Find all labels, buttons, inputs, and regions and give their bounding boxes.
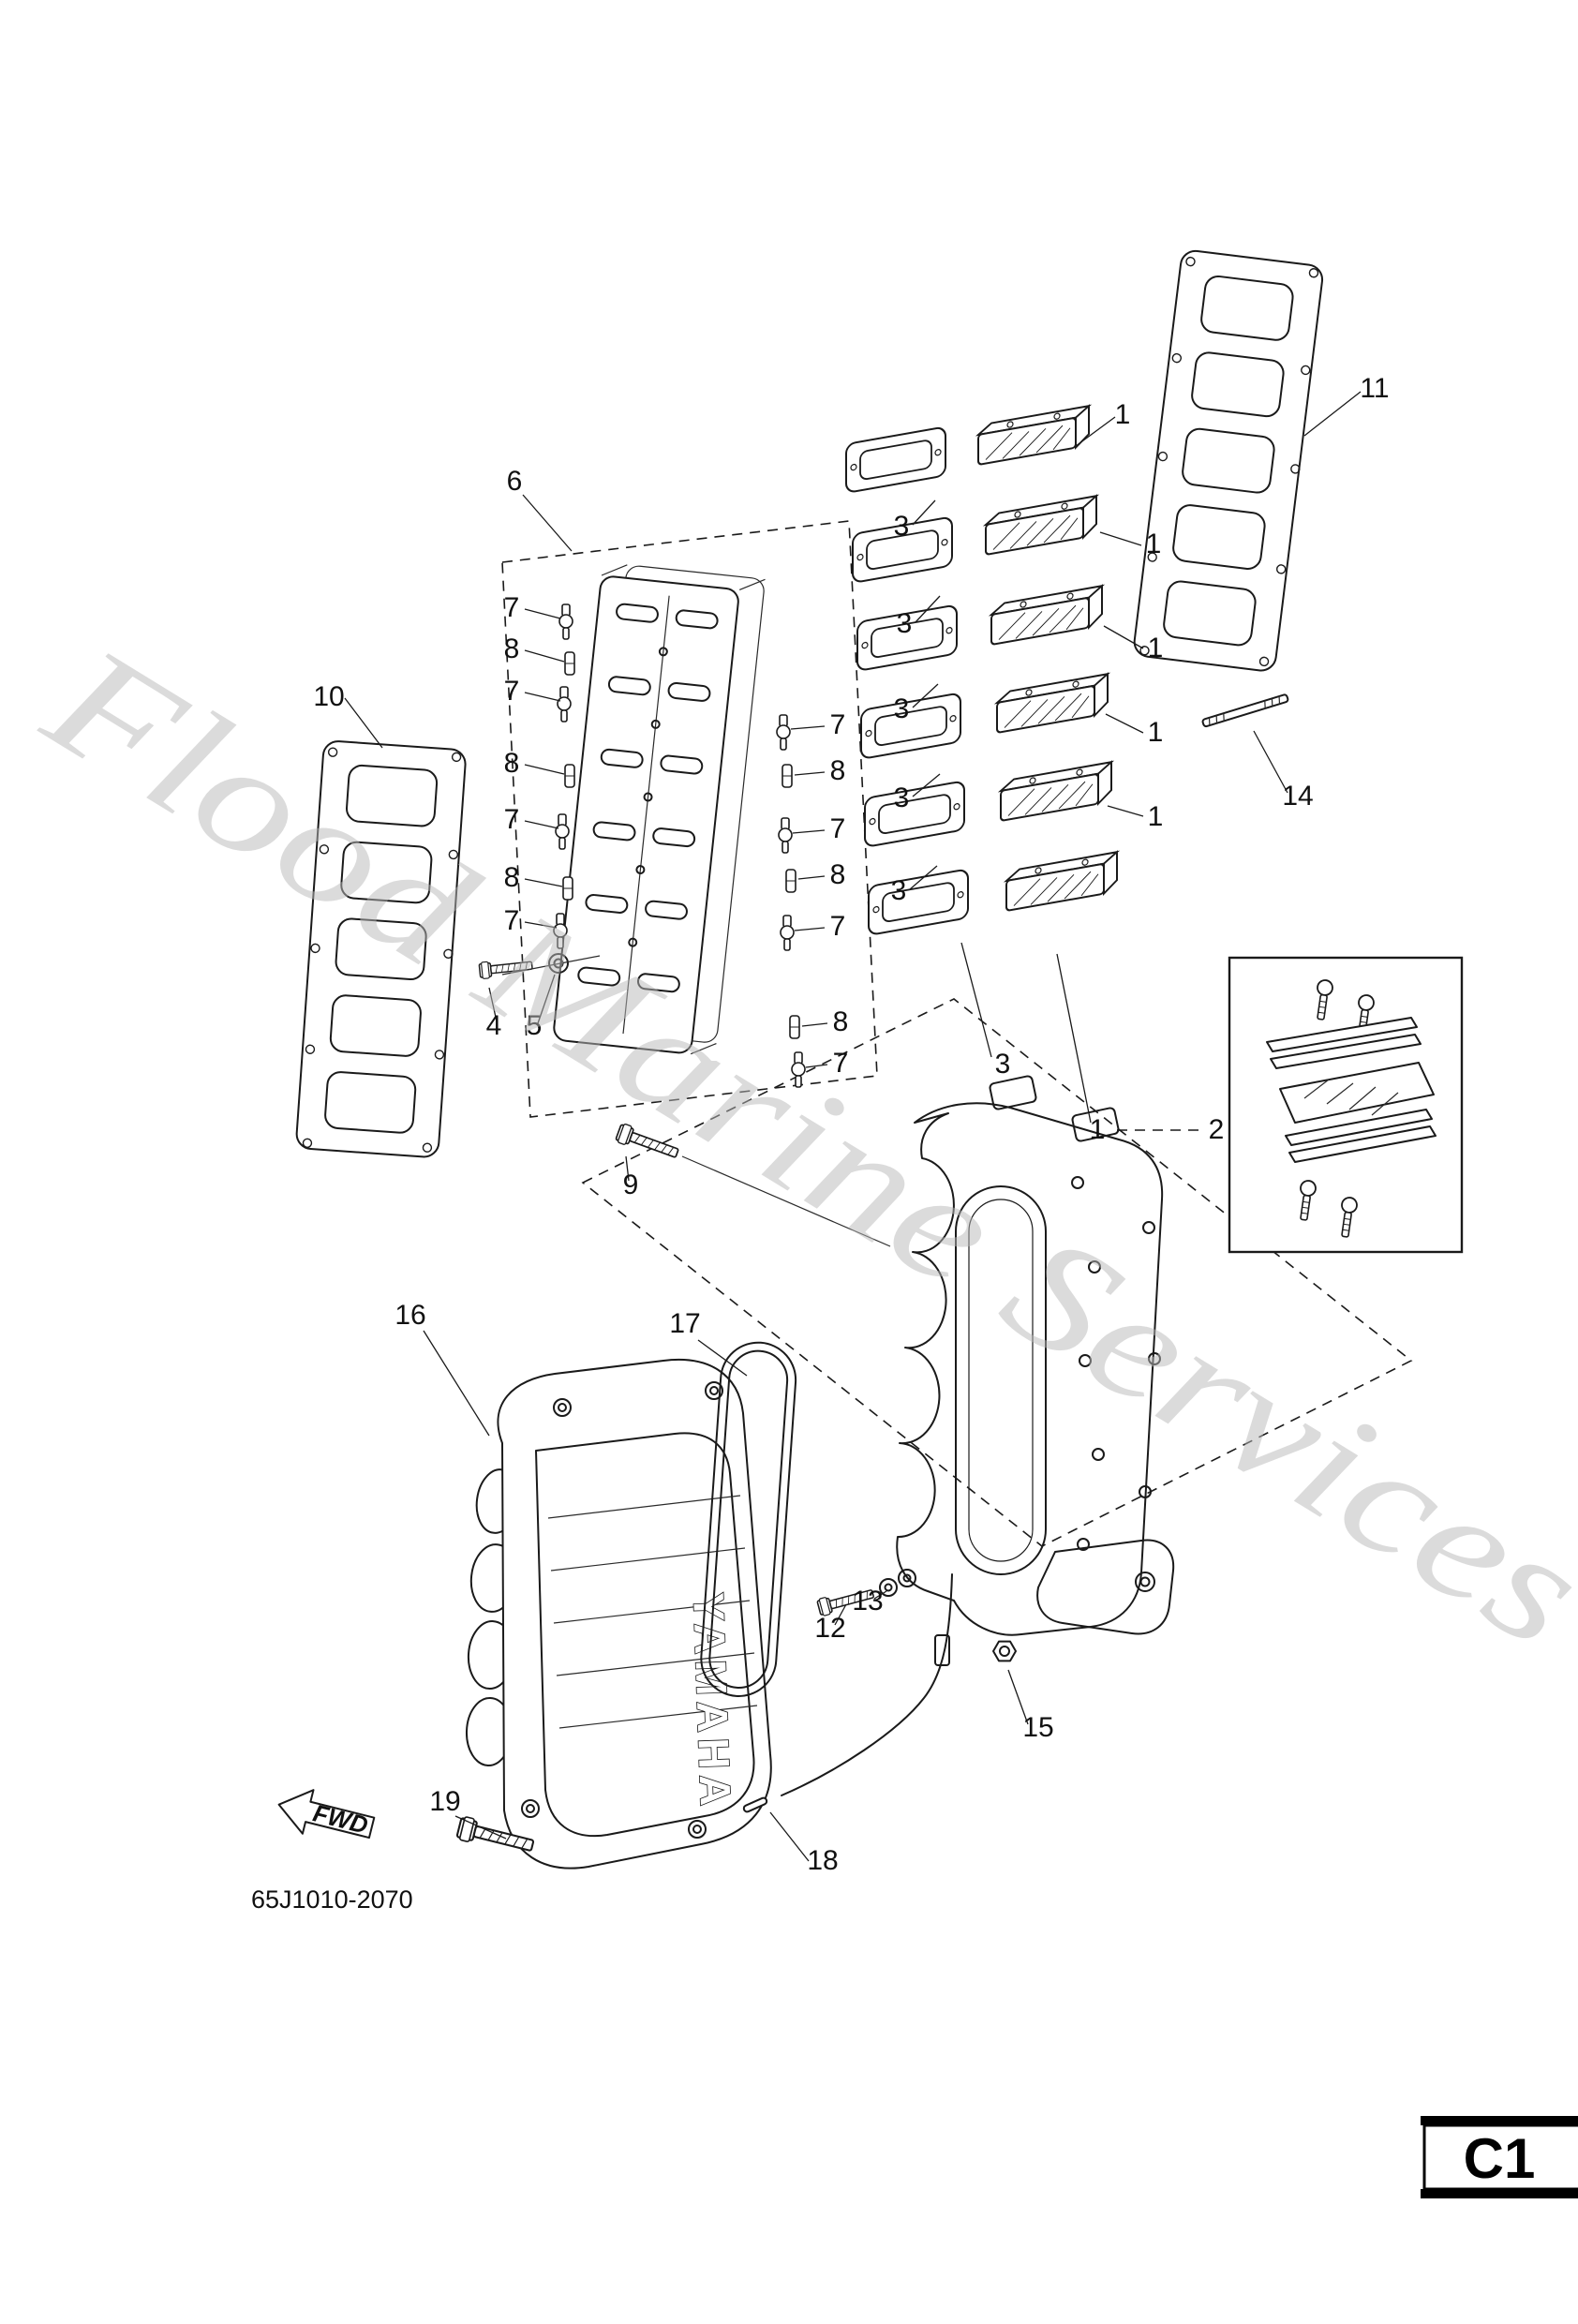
fwd-label: FWD bbox=[310, 1798, 371, 1839]
callout-part-7-r4: 7 bbox=[833, 1048, 849, 1079]
callout-part-9: 9 bbox=[623, 1169, 639, 1200]
intake-silencer-cover: YAMAHA bbox=[465, 1359, 772, 1870]
callout-part-2: 2 bbox=[1209, 1114, 1225, 1145]
check-valve-icon bbox=[780, 915, 795, 951]
pipe-joint-icon bbox=[785, 869, 796, 893]
callout-part-17: 17 bbox=[669, 1308, 700, 1339]
callout-part-3-f: 3 bbox=[995, 1049, 1011, 1080]
nut-15 bbox=[992, 1640, 1017, 1662]
callout-part-16: 16 bbox=[394, 1300, 425, 1331]
callout-part-3-b: 3 bbox=[897, 608, 913, 639]
callout-part-3-d: 3 bbox=[894, 782, 910, 813]
callout-part-8-l3: 8 bbox=[504, 862, 520, 893]
callout-part-7-r3: 7 bbox=[830, 911, 846, 942]
check-valve-icon bbox=[558, 603, 573, 640]
callout-part-11: 11 bbox=[1360, 373, 1389, 404]
check-valve-icon bbox=[555, 813, 570, 850]
check-valve-icon bbox=[557, 686, 572, 723]
callout-part-3-a: 3 bbox=[894, 511, 910, 542]
pin-18 bbox=[742, 1796, 768, 1813]
callout-part-5: 5 bbox=[527, 1010, 543, 1041]
axis-lines bbox=[501, 955, 891, 1247]
callout-part-15: 15 bbox=[1022, 1712, 1053, 1743]
callout-part-7-l2: 7 bbox=[504, 676, 520, 707]
callout-part-8-r2: 8 bbox=[830, 859, 846, 890]
callout-part-18: 18 bbox=[807, 1845, 838, 1876]
callout-part-4: 4 bbox=[486, 1010, 502, 1041]
washers-13 bbox=[879, 1569, 916, 1597]
callout-part-7-r1: 7 bbox=[830, 709, 846, 740]
page-label: C1 bbox=[1464, 2127, 1536, 2190]
callout-part-10: 10 bbox=[313, 681, 344, 712]
callout-part-1-f: 1 bbox=[1090, 1114, 1106, 1145]
mounting-plane-dashed bbox=[581, 998, 1413, 1547]
reed-valve-inset bbox=[1228, 956, 1464, 1254]
callout-part-8-r1: 8 bbox=[830, 755, 846, 786]
stud-bolt bbox=[1201, 693, 1289, 728]
callout-part-7-l1: 7 bbox=[504, 592, 520, 623]
drawing-code: 65J1010-2070 bbox=[251, 1885, 413, 1914]
callout-part-7-r2: 7 bbox=[830, 813, 846, 844]
leader-lines bbox=[344, 391, 1362, 1862]
callout-part-14: 14 bbox=[1282, 781, 1313, 812]
pipe-joint-icon bbox=[564, 651, 575, 676]
pipe-joint-icon bbox=[564, 764, 575, 788]
callout-part-12: 12 bbox=[814, 1613, 845, 1644]
pipe-joint-icon bbox=[782, 764, 793, 788]
reed-plate-boundary-dashed bbox=[501, 520, 878, 1118]
reed-valve-pairs bbox=[844, 405, 1119, 937]
check-valve-icon bbox=[776, 714, 791, 751]
callout-part-7-l4: 7 bbox=[504, 905, 520, 936]
callout-part-1-c: 1 bbox=[1148, 633, 1164, 663]
intake-gasket-right bbox=[1131, 248, 1326, 674]
callout-part-8-l1: 8 bbox=[504, 633, 520, 664]
reed-valve-seat-plate bbox=[553, 564, 766, 1055]
callout-part-1-a: 1 bbox=[1115, 399, 1131, 430]
fwd-arrow-icon: FWD bbox=[277, 1789, 376, 1840]
crankcase-assembly bbox=[781, 1075, 1175, 1796]
callout-part-1-d: 1 bbox=[1148, 717, 1164, 748]
callout-part-1-e: 1 bbox=[1148, 801, 1164, 832]
callout-part-8-l2: 8 bbox=[504, 748, 520, 779]
callout-part-8-r3: 8 bbox=[833, 1006, 849, 1037]
page-label-box: C1 bbox=[1421, 2116, 1578, 2198]
callout-part-19: 19 bbox=[429, 1786, 460, 1817]
callout-part-7-l3: 7 bbox=[504, 804, 520, 835]
callout-part-13: 13 bbox=[852, 1586, 883, 1616]
check-valve-icon bbox=[778, 817, 793, 854]
callout-part-1-b: 1 bbox=[1146, 529, 1162, 559]
callout-part-3-e: 3 bbox=[891, 875, 907, 906]
callout-part-6: 6 bbox=[507, 466, 523, 497]
seal-ring bbox=[700, 1341, 797, 1697]
callout-part-3-c: 3 bbox=[894, 693, 910, 724]
